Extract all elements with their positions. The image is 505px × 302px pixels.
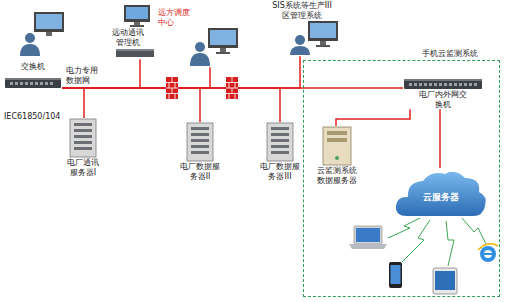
network-label: 电力专用数据网 xyxy=(66,66,100,85)
screen xyxy=(36,14,62,29)
node-label: 远动通讯管理机 xyxy=(111,28,145,47)
firewall-body xyxy=(166,77,178,99)
network-node: 云监测系统数据服务器 xyxy=(314,126,360,185)
wireless-link xyxy=(462,218,486,244)
server-icon xyxy=(176,122,224,162)
wireless-link xyxy=(388,218,420,238)
monitor xyxy=(34,12,64,32)
phone-icon xyxy=(389,262,402,288)
network-node: 云服务器 xyxy=(393,168,488,220)
firewall-body xyxy=(226,77,238,99)
node-label: 电厂数据服务器III xyxy=(259,162,301,181)
network-link xyxy=(439,109,441,168)
switch-icon xyxy=(4,72,62,90)
network-label: IEC61850/104 xyxy=(4,112,60,122)
wireless-link xyxy=(402,220,430,262)
node-label: 电厂通讯服务器I xyxy=(65,158,101,177)
node-label: 电厂数据服务器II xyxy=(180,162,220,181)
network-node: 电厂通讯服务器I xyxy=(60,118,106,177)
server-icon xyxy=(256,122,304,162)
node-label: 交换机 xyxy=(4,62,62,72)
server-icon xyxy=(60,118,106,158)
operator-workstation xyxy=(20,12,64,56)
personmon-icon xyxy=(158,27,242,67)
switch2-icon xyxy=(403,78,483,90)
node-label: 远方调度中心 xyxy=(158,8,192,27)
tablet-icon xyxy=(433,268,457,294)
network-link xyxy=(62,88,84,118)
network-node: 电厂数据服务器II xyxy=(176,122,224,181)
firewall xyxy=(166,77,178,99)
network-link xyxy=(62,59,140,88)
network-node: 交换机 xyxy=(4,62,62,90)
firewall-bricks xyxy=(226,77,238,99)
server2-icon xyxy=(314,126,360,166)
network-node: 手机云监测系统电厂内外网交换机云监测系统数据服务器云服务器 xyxy=(303,48,500,297)
node-label: SIS系统等生产III区管理系统 xyxy=(271,1,333,20)
network-node: 电厂内外网交换机 xyxy=(403,78,483,109)
monitor-stand xyxy=(46,32,52,36)
monitor-icon xyxy=(100,4,155,28)
firewall-bricks xyxy=(166,77,178,99)
browser-icon xyxy=(478,244,498,262)
node-label: 云服务器 xyxy=(423,192,459,203)
network-link xyxy=(62,88,200,122)
network-node: SIS系统等生产III区管理系统 xyxy=(262,1,342,56)
wireless-links xyxy=(388,218,486,266)
node-label: 手机云监测系统 xyxy=(422,48,478,59)
firewall xyxy=(226,77,238,99)
network-node: 电厂数据服务器III xyxy=(256,122,304,181)
personmon-icon xyxy=(262,20,342,56)
node-label: 云监测系统数据服务器 xyxy=(316,166,358,185)
person-head xyxy=(25,33,35,43)
person-body xyxy=(20,44,40,56)
network-link xyxy=(62,56,300,88)
network-node: 远动通讯管理机 xyxy=(100,4,155,59)
node-label: 电厂内外网交换机 xyxy=(418,90,468,109)
device-icon xyxy=(100,47,155,59)
network-link xyxy=(336,109,410,126)
network-node: 远方调度中心 xyxy=(158,8,242,67)
laptop-icon xyxy=(349,226,387,249)
wireless-link xyxy=(446,221,454,266)
